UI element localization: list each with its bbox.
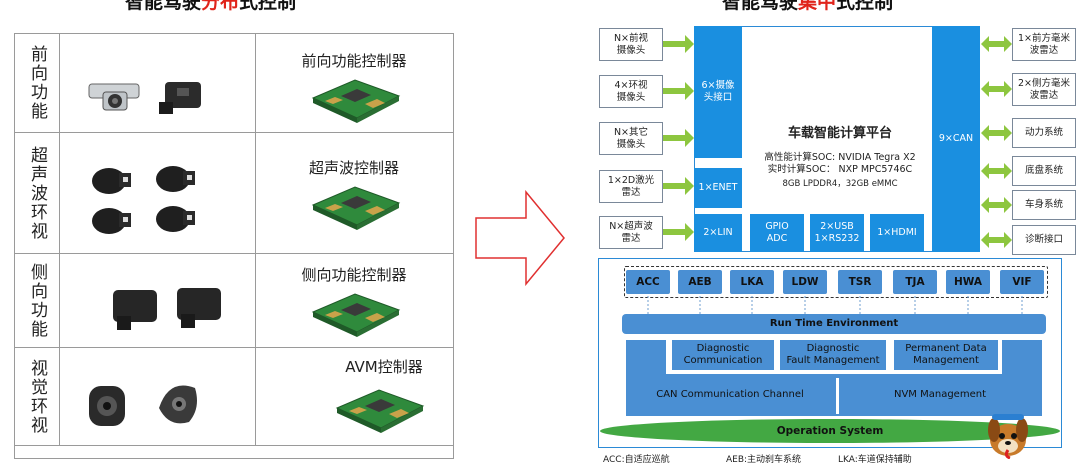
spec-line: 高性能计算SOC: NVIDIA Tegra X2 [764, 152, 916, 163]
left-title-suffix: 式控制 [239, 0, 297, 13]
row-label: 视觉环视 [15, 348, 60, 445]
can-communication-channel: CAN Communication Channel [630, 380, 830, 410]
gpio-adc-block: GPIO ADC [750, 214, 804, 252]
side-radar-icon [113, 288, 221, 330]
output-body: 车身系统 [1012, 190, 1076, 220]
double-arrow-icon [981, 81, 1012, 97]
function-tsr: TSR [838, 270, 882, 294]
lin-block: 2×LIN [694, 214, 742, 252]
pcb-board-icon [311, 79, 401, 123]
function-ldw: LDW [783, 270, 827, 294]
left-title: 智能驾驶分布式控制 [125, 0, 296, 13]
function-tja: TJA [893, 270, 937, 294]
transition-arrow-icon [475, 190, 565, 286]
row-label: 前向功能 [15, 34, 60, 132]
right-title: 智能驾驶集中式控制 [722, 0, 893, 13]
pcb-board-icon [335, 389, 425, 433]
row-label: 侧向功能 [15, 254, 60, 347]
controller-name: AVM控制器 [345, 358, 423, 376]
double-arrow-icon [981, 197, 1012, 213]
permanent-data-management: Permanent Data Management [894, 340, 998, 370]
double-arrow-icon [981, 232, 1012, 248]
output-powertrain: 动力系统 [1012, 118, 1076, 148]
diagnostic-communication: Diagnostic Communication [672, 340, 774, 370]
input-other-camera: N×其它 摄像头 [599, 122, 663, 155]
arrow-right-icon [663, 223, 694, 241]
function-aeb: AEB [678, 270, 722, 294]
mascot-dog-icon [988, 414, 1028, 459]
function-lka: LKA [730, 270, 774, 294]
output-arrows [981, 36, 1012, 248]
output-front-mmwave-radar: 1×前方毫米 波雷达 [1012, 28, 1076, 61]
sensor-cell [59, 348, 256, 445]
output-chassis: 底盘系统 [1012, 156, 1076, 186]
function-group [624, 266, 1048, 298]
sensor-cell [59, 34, 256, 132]
table-row: 前向功能 前向功能控制器 [15, 34, 453, 133]
input-lidar: 1×2D激光 雷达 [599, 170, 663, 203]
enet-block: 1×ENET [694, 168, 742, 208]
right-title-prefix: 智能驾驶 [722, 0, 799, 13]
pcb-board-icon [311, 293, 401, 337]
controller-name: 超声波控制器 [308, 159, 399, 177]
avm-camera-icon [89, 385, 197, 426]
table-row: 视觉环视 AVM控制器 [15, 348, 453, 446]
ultrasonic-sensor-icon [92, 166, 195, 234]
input-surround-camera: 4×环视 摄像头 [599, 75, 663, 108]
controller-name: 前向功能控制器 [301, 52, 407, 70]
platform-title: 车载智能计算平台 [787, 126, 892, 141]
controller-cell: AVM控制器 [255, 348, 453, 445]
arrow-right-icon [663, 82, 694, 100]
layer-divider [836, 378, 839, 414]
controller-cell: 前向功能控制器 [255, 34, 453, 132]
spec-line: 实时计算SOC： NXP MPC5746C [767, 164, 913, 175]
controller-cell: 超声波控制器 [255, 133, 453, 253]
spec-line: 8GB LPDDR4，32GB eMMC [782, 179, 898, 189]
sensor-cell [59, 133, 256, 253]
hdmi-block: 1×HDMI [870, 214, 924, 252]
double-arrow-icon [981, 125, 1012, 141]
left-title-highlight: 分布 [201, 0, 240, 13]
function-vif: VIF [1000, 270, 1044, 294]
operation-system: Operation System [600, 419, 1060, 443]
table-row: 侧向功能 侧向功能控制器 [15, 254, 453, 348]
output-diagnostic-port: 诊断接口 [1012, 225, 1076, 255]
controller-cell: 侧向功能控制器 [255, 254, 453, 347]
arrow-right-icon [663, 35, 694, 53]
pcb-board-icon [311, 186, 401, 230]
double-arrow-icon [981, 163, 1012, 179]
nvm-management: NVM Management [842, 380, 1038, 410]
input-arrows [663, 35, 694, 241]
diagnostic-fault-management: Diagnostic Fault Management [780, 340, 886, 370]
can-block: 9×CAN [932, 26, 980, 252]
left-title-prefix: 智能驾驶 [125, 0, 202, 13]
controller-name: 侧向功能控制器 [301, 266, 407, 284]
distributed-control-table: 前向功能 前向功能控制器 超声波环视 [14, 33, 454, 459]
input-ultrasonic-radar: N×超声波 雷达 [599, 216, 663, 249]
row-label: 超声波环视 [15, 133, 60, 253]
front-camera-and-radar-icon [88, 82, 201, 114]
table-row: 超声波环视 超声波控制器 [15, 133, 453, 254]
right-title-suffix: 式控制 [836, 0, 894, 13]
double-arrow-icon [981, 36, 1012, 52]
function-hwa: HWA [946, 270, 990, 294]
arrow-right-icon [663, 177, 694, 195]
sensor-cell [59, 254, 256, 347]
output-side-mmwave-radar: 2×侧方毫米 波雷达 [1012, 73, 1076, 106]
right-title-highlight: 集中 [798, 0, 837, 13]
arrow-right-icon [663, 129, 694, 147]
function-acc: ACC [626, 270, 670, 294]
function-connectors [647, 296, 1023, 314]
usb-rs232-block: 2×USB 1×RS232 [810, 214, 864, 252]
input-front-camera: N×前视 摄像头 [599, 28, 663, 61]
camera-interface-block: 6×摄像 头接口 [694, 26, 742, 158]
run-time-environment: Run Time Environment [622, 314, 1046, 334]
